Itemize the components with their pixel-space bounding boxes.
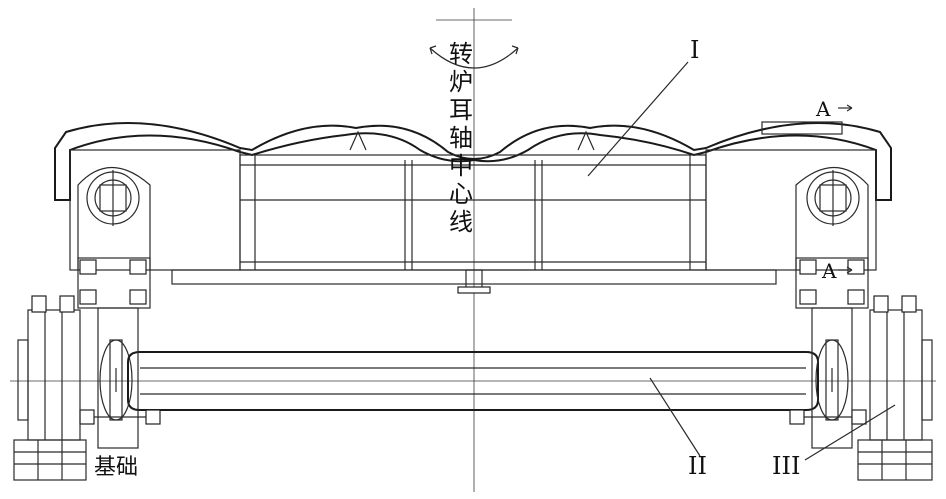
label-section-A-top: A — [815, 97, 831, 121]
axis-char-1: 转 — [449, 40, 473, 68]
label-foundation: 基础 — [94, 455, 138, 480]
right-trunnion — [705, 121, 877, 309]
right-support-column — [857, 295, 933, 481]
label-section-A-bottom: A — [821, 259, 837, 283]
axis-char-3: 耳 — [449, 96, 473, 124]
left-support-column — [13, 295, 87, 481]
trunnion-centerline-label: 转 炉 耳 轴 中 心 线 — [446, 40, 476, 236]
connecting-shaft — [127, 351, 819, 411]
axis-char-4: 轴 — [449, 124, 473, 152]
left-link — [79, 307, 161, 449]
label-part-II: II — [688, 452, 707, 480]
label-part-III: III — [772, 452, 800, 480]
axis-char-6: 心 — [449, 180, 473, 208]
centerlines — [10, 8, 936, 492]
rotation-arc — [429, 45, 519, 69]
right-link — [789, 307, 867, 449]
left-trunnion — [69, 149, 241, 309]
leader-lines — [587, 61, 896, 461]
axis-char-7: 线 — [449, 208, 473, 236]
axis-char-2: 炉 — [449, 68, 473, 96]
label-part-I: I — [690, 36, 699, 64]
axis-char-5: 中 — [449, 152, 473, 180]
